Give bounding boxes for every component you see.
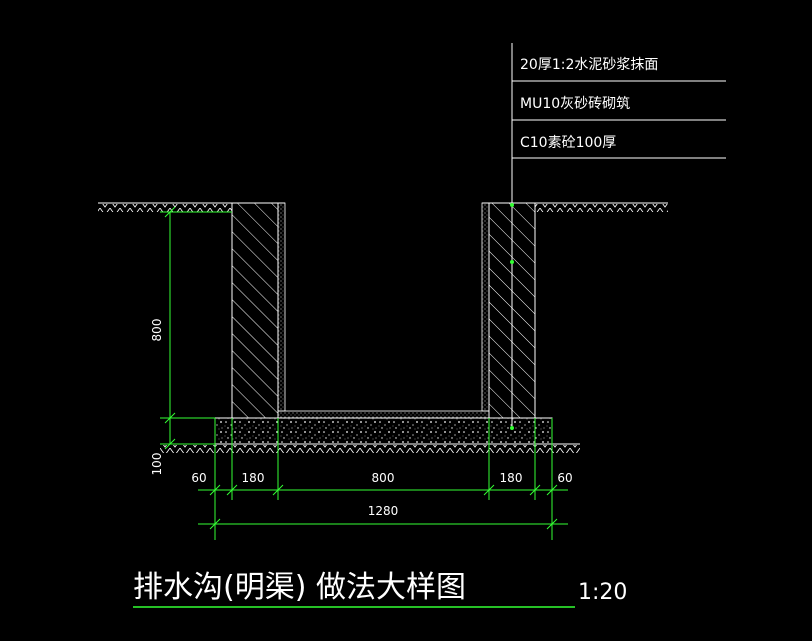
annotation-layer1: 20厚1:2水泥砂浆抹面 [520,57,658,73]
horizontal-dimensions [198,418,568,540]
dim-left-offset: 60 [191,471,206,485]
annotation-layer2: MU10灰砂砖砌筑 [520,96,630,112]
cement-plaster-lining [232,202,535,419]
left-brick-wall [231,202,279,419]
dim-right-offset: 60 [557,471,572,485]
dim-wall-height: 800 [150,319,164,342]
drawing-title: 排水沟(明渠) 做法大样图 [133,570,466,605]
annotation-leader [510,43,726,430]
dim-total-width: 1280 [368,504,399,518]
concrete-base [214,417,553,445]
annotation-layer3: C10素砼100厚 [520,135,616,151]
dim-channel-width: 800 [372,471,395,485]
brick-walls [231,202,536,419]
dim-right-wall: 180 [500,471,523,485]
dim-left-wall: 180 [242,471,265,485]
vertical-dimensions [160,206,232,450]
drawing-scale: 1:20 [578,580,627,605]
dim-base-height: 100 [150,453,164,476]
